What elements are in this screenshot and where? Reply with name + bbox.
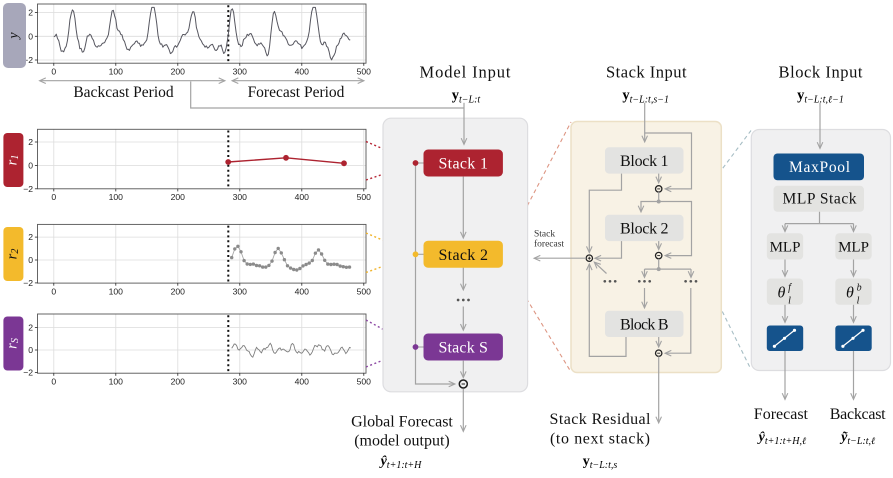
svg-text:yt−L:t,s−1: yt−L:t,s−1 (622, 88, 669, 106)
svg-text:100: 100 (109, 286, 124, 296)
svg-text:θ: θ (846, 284, 854, 301)
svg-text:300: 300 (233, 377, 248, 387)
svg-text:Block Input: Block Input (779, 63, 863, 82)
svg-text:100: 100 (109, 192, 124, 202)
svg-text:2: 2 (28, 8, 33, 18)
svg-text:100: 100 (109, 377, 124, 387)
svg-text:Model Input: Model Input (420, 63, 511, 82)
svg-text:MLP Stack: MLP Stack (783, 191, 857, 208)
svg-text:100: 100 (109, 67, 124, 77)
svg-text:MLP: MLP (770, 239, 801, 255)
svg-text:0: 0 (28, 31, 33, 41)
svg-text:y: y (7, 32, 22, 41)
svg-text:2: 2 (28, 137, 33, 147)
svg-text:200: 200 (171, 192, 186, 202)
svg-text:ỹt−L:t,ℓ: ỹt−L:t,ℓ (839, 430, 875, 447)
svg-text:0: 0 (51, 377, 56, 387)
svg-text:f: f (788, 282, 792, 293)
svg-text:Block 1: Block 1 (620, 153, 669, 170)
svg-text:200: 200 (171, 286, 186, 296)
svg-text:400: 400 (295, 286, 310, 296)
svg-text:300: 300 (233, 286, 248, 296)
svg-text:0: 0 (51, 286, 56, 296)
svg-text:500: 500 (357, 67, 372, 77)
svg-text:200: 200 (171, 67, 186, 77)
svg-text:Backcast Period: Backcast Period (73, 84, 174, 101)
svg-text:Stack Input: Stack Input (606, 63, 687, 82)
svg-text:300: 300 (233, 67, 248, 77)
svg-text:l: l (788, 295, 791, 306)
svg-text:−2: −2 (23, 368, 33, 378)
svg-text:2: 2 (28, 323, 33, 333)
svg-text:400: 400 (295, 377, 310, 387)
svg-text:500: 500 (357, 286, 372, 296)
svg-text:Stack Residual: Stack Residual (550, 411, 652, 428)
svg-text:Forecast: Forecast (754, 406, 809, 423)
svg-text:forecast: forecast (534, 239, 564, 250)
svg-text:b: b (857, 282, 862, 293)
svg-text:200: 200 (171, 377, 186, 387)
svg-text:Stack 2: Stack 2 (438, 247, 488, 264)
svg-text:−2: −2 (23, 55, 33, 65)
svg-text:0: 0 (28, 345, 33, 355)
svg-text:0: 0 (51, 192, 56, 202)
svg-text:Stack 1: Stack 1 (438, 156, 488, 173)
svg-text:Stack S: Stack S (438, 340, 488, 357)
svg-text:θ: θ (778, 284, 786, 301)
svg-text:r2: r2 (5, 249, 22, 260)
svg-text:Forecast Period: Forecast Period (248, 84, 345, 101)
svg-text:400: 400 (295, 67, 310, 77)
svg-text:(model output): (model output) (354, 433, 450, 450)
svg-text:Block 2: Block 2 (620, 221, 669, 238)
svg-text:2: 2 (28, 232, 33, 242)
svg-text:yt−L:t: yt−L:t (452, 88, 481, 106)
svg-text:ŷt+1:t+H: ŷt+1:t+H (379, 454, 423, 471)
svg-text:ŷt+1:t+H,ℓ: ŷt+1:t+H,ℓ (757, 430, 807, 447)
svg-text:400: 400 (295, 192, 310, 202)
svg-text:Block B: Block B (620, 317, 669, 334)
svg-text:rS: rS (5, 338, 22, 349)
svg-text:0: 0 (28, 161, 33, 171)
svg-text:Stack: Stack (534, 230, 555, 240)
svg-text:MaxPool: MaxPool (789, 159, 850, 176)
svg-text:yt−L:t,ℓ−1: yt−L:t,ℓ−1 (797, 88, 844, 106)
svg-text:0: 0 (51, 67, 56, 77)
svg-text:−2: −2 (23, 184, 33, 194)
svg-text:yt−L:t,s: yt−L:t,s (583, 454, 618, 471)
svg-text:r1: r1 (5, 155, 22, 166)
svg-text:Backcast: Backcast (830, 406, 886, 423)
svg-text:(to next stack): (to next stack) (550, 431, 650, 448)
svg-text:−2: −2 (23, 278, 33, 288)
svg-text:0: 0 (28, 255, 33, 265)
svg-text:Global Forecast: Global Forecast (351, 414, 453, 431)
svg-text:500: 500 (357, 377, 372, 387)
svg-text:300: 300 (233, 192, 248, 202)
svg-text:MLP: MLP (838, 239, 869, 255)
svg-text:l: l (857, 295, 860, 306)
svg-text:500: 500 (357, 192, 372, 202)
